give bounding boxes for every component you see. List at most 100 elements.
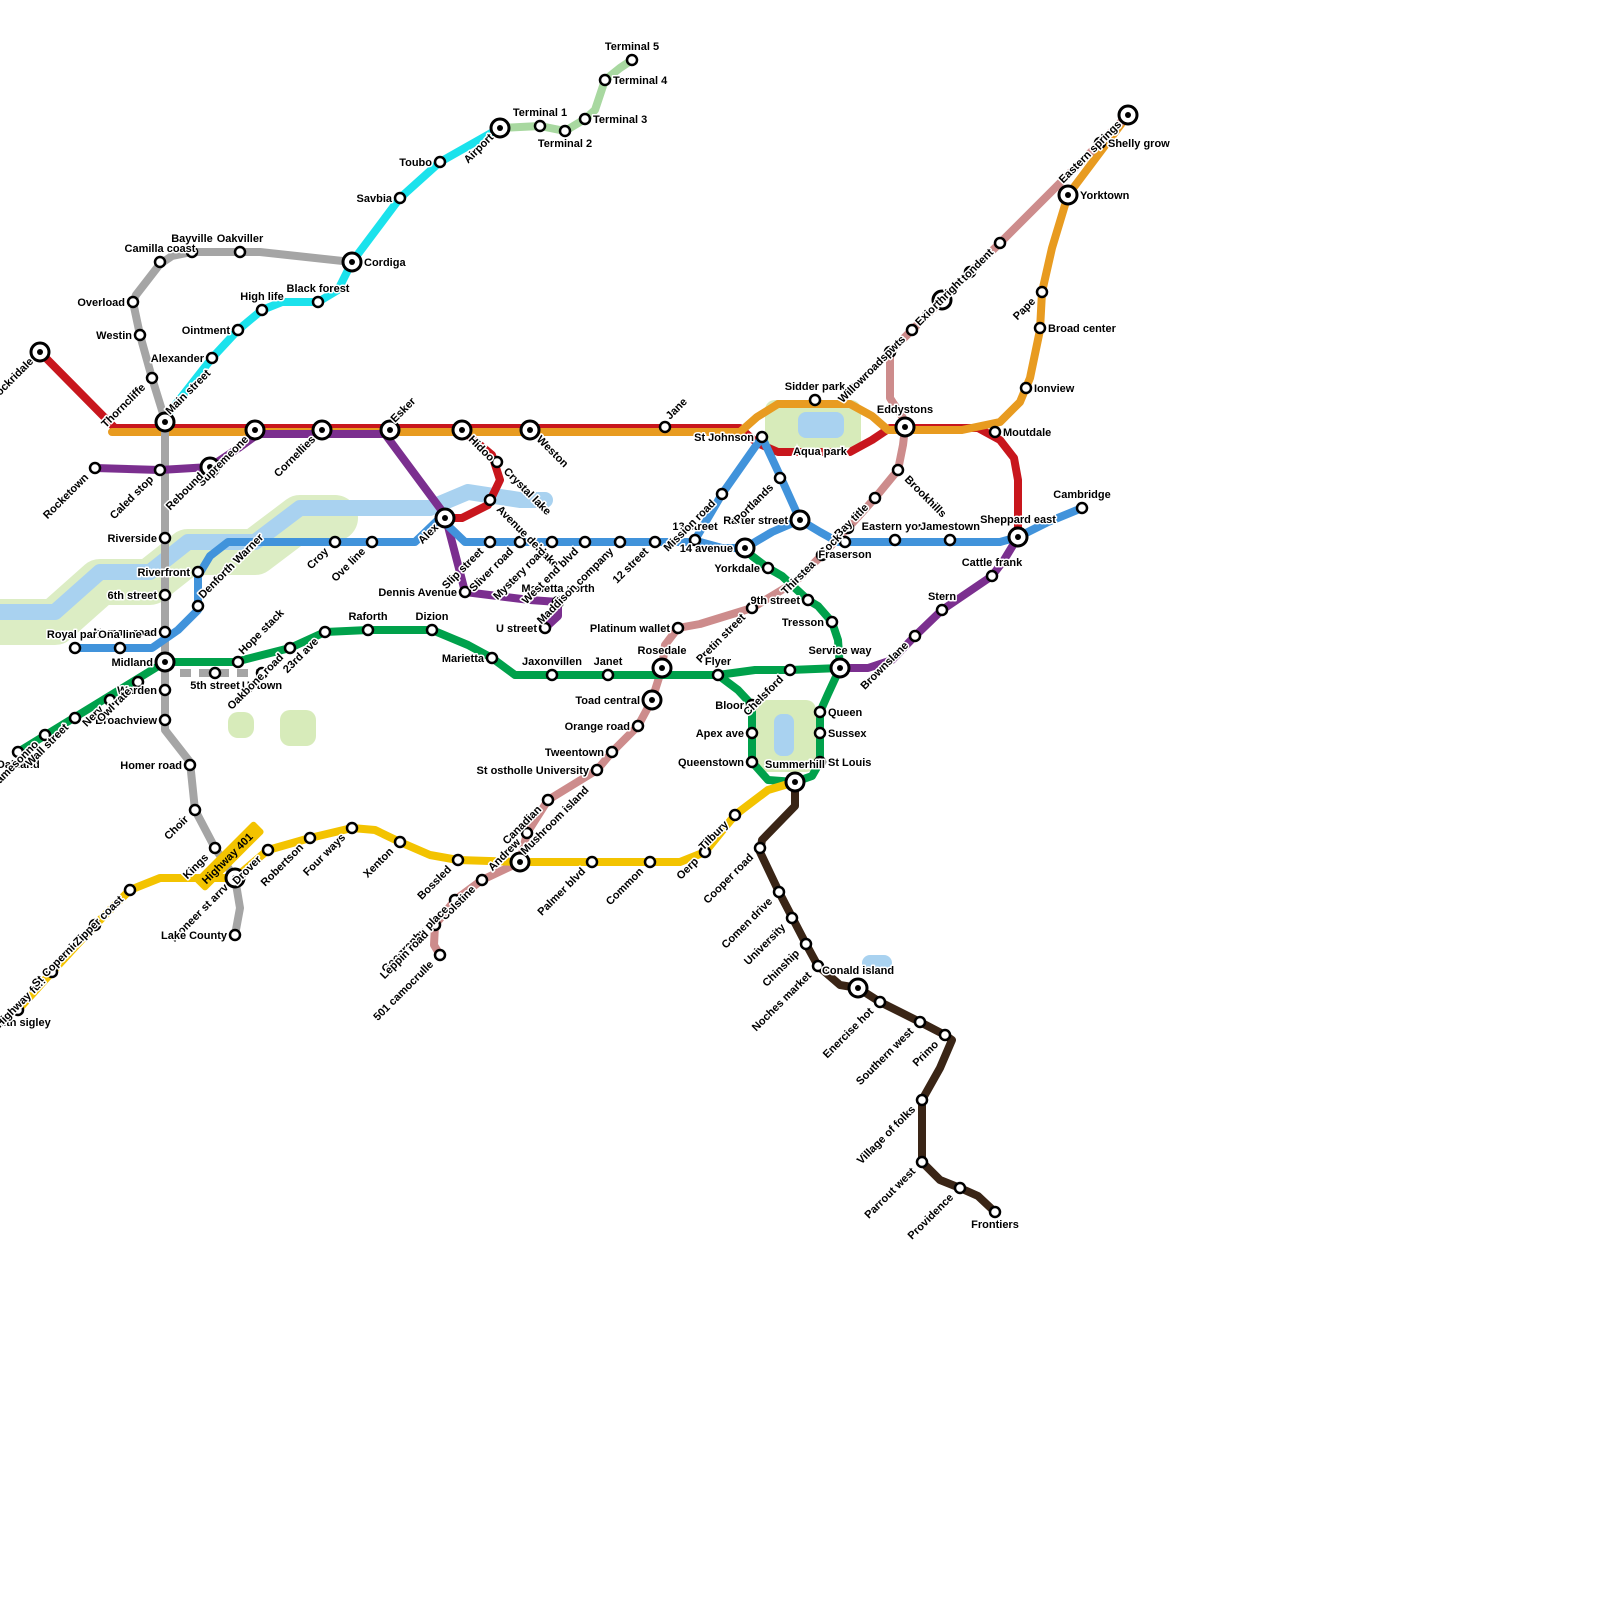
- station-marker[interactable]: [231, 655, 245, 669]
- station-marker[interactable]: [513, 535, 527, 549]
- station-warden[interactable]: [158, 683, 172, 697]
- station-oakviller[interactable]: [233, 245, 247, 259]
- station-marker[interactable]: [208, 841, 222, 855]
- station-marker[interactable]: [578, 112, 592, 126]
- station-owl-rate[interactable]: [131, 675, 145, 689]
- station-marker[interactable]: [963, 265, 977, 279]
- station-marker[interactable]: [393, 835, 407, 849]
- station-marker[interactable]: [873, 995, 887, 1009]
- station-queenstown[interactable]: [745, 755, 759, 769]
- station-leppin-road[interactable]: [428, 918, 442, 932]
- station-marker[interactable]: [208, 666, 222, 680]
- station-palmer-blvd[interactable]: [585, 855, 599, 869]
- station-midland[interactable]: [154, 651, 176, 673]
- station-wall-street[interactable]: [68, 711, 82, 725]
- station-apex-ave[interactable]: [745, 726, 759, 740]
- station-andrew[interactable]: [520, 826, 534, 840]
- station-camilla-coast[interactable]: [153, 255, 167, 269]
- station-marker[interactable]: [185, 245, 199, 259]
- station-toad-central[interactable]: [641, 689, 663, 711]
- station-mushroom-island[interactable]: [509, 851, 531, 873]
- station-marker[interactable]: [311, 295, 325, 309]
- station-choir[interactable]: [188, 803, 202, 817]
- station-st-johnson[interactable]: [755, 430, 769, 444]
- station-marker[interactable]: [988, 425, 1002, 439]
- station-5th-street[interactable]: [208, 666, 222, 680]
- station-marker[interactable]: [648, 535, 662, 549]
- station-marker[interactable]: [643, 855, 657, 869]
- station-marker[interactable]: [745, 698, 759, 712]
- station-royal-park[interactable]: [68, 641, 82, 655]
- station-marker[interactable]: [483, 535, 497, 549]
- station-bossled[interactable]: [451, 853, 465, 867]
- station-sock[interactable]: [841, 521, 855, 535]
- station-marker[interactable]: [153, 463, 167, 477]
- station-marker[interactable]: [428, 918, 442, 932]
- station-dizion[interactable]: [425, 623, 439, 637]
- station-pioneer-st-arrv[interactable]: [224, 867, 246, 889]
- station-kings[interactable]: [208, 841, 222, 855]
- station-dennis-avenue[interactable]: [458, 585, 472, 599]
- station-marker[interactable]: [538, 621, 552, 635]
- station-marker[interactable]: [133, 328, 147, 342]
- station-uptown[interactable]: [255, 666, 269, 680]
- station-tweentown[interactable]: [605, 745, 619, 759]
- station-marker[interactable]: [11, 745, 25, 759]
- station-jamesonno[interactable]: [38, 728, 52, 742]
- station-forthright[interactable]: [963, 265, 977, 279]
- station-brownslane[interactable]: [908, 629, 922, 643]
- station-marker[interactable]: [541, 793, 555, 807]
- station-marker[interactable]: [520, 826, 534, 840]
- station-marker[interactable]: [183, 758, 197, 772]
- station-common[interactable]: [643, 855, 657, 869]
- station-marker[interactable]: [728, 808, 742, 822]
- station-marker[interactable]: [533, 119, 547, 133]
- station-jaxonvillen[interactable]: [545, 668, 559, 682]
- station-riverside[interactable]: [158, 531, 172, 545]
- station-colstine[interactable]: [475, 873, 489, 887]
- station-croy[interactable]: [328, 535, 342, 549]
- station-st-louis[interactable]: [813, 755, 827, 769]
- station-marker[interactable]: [915, 1155, 929, 1169]
- station-st-ostholle-university[interactable]: [590, 763, 604, 777]
- station-supremeone[interactable]: [244, 419, 266, 441]
- station-marker[interactable]: [811, 959, 825, 973]
- station-marker[interactable]: [255, 666, 269, 680]
- station-marker[interactable]: [935, 603, 949, 617]
- station-marietta[interactable]: [485, 651, 499, 665]
- station-ointment[interactable]: [231, 323, 245, 337]
- station-marker[interactable]: [745, 601, 759, 615]
- station-thorncliffe[interactable]: [145, 371, 159, 385]
- station-black-forest[interactable]: [311, 295, 325, 309]
- station-eastern-springs[interactable]: [1117, 104, 1139, 126]
- station-marker[interactable]: [126, 295, 140, 309]
- station-rebound[interactable]: [199, 456, 221, 478]
- station-marker[interactable]: [131, 675, 145, 689]
- station-marker[interactable]: [158, 713, 172, 727]
- station-queen[interactable]: [813, 705, 827, 719]
- station-u-street[interactable]: [538, 621, 552, 635]
- station-ionview[interactable]: [1019, 381, 1033, 395]
- station-marker[interactable]: [761, 561, 775, 575]
- station-marker[interactable]: [753, 841, 767, 855]
- station-raforth[interactable]: [361, 623, 375, 637]
- station-zipper-coast[interactable]: [123, 883, 137, 897]
- station-marker[interactable]: [605, 745, 619, 759]
- station-sliver-road[interactable]: [513, 535, 527, 549]
- station-tilbury[interactable]: [728, 808, 742, 822]
- station-ratter-street[interactable]: [789, 509, 811, 531]
- station-shelly-grow[interactable]: [1093, 136, 1107, 150]
- station-stern[interactable]: [935, 603, 949, 617]
- station-enercise-hot[interactable]: [873, 995, 887, 1009]
- station-marker[interactable]: [558, 124, 572, 138]
- station-weston[interactable]: [519, 419, 541, 441]
- station-marker[interactable]: [318, 625, 332, 639]
- station-marker[interactable]: [715, 487, 729, 501]
- station-rocketown[interactable]: [88, 461, 102, 475]
- station-crystal-lake[interactable]: [490, 455, 504, 469]
- station-marker[interactable]: [45, 965, 59, 979]
- station-summerhill[interactable]: [784, 771, 806, 793]
- station-marker[interactable]: [988, 1205, 1002, 1219]
- station-marker[interactable]: [888, 533, 902, 547]
- station-chinship[interactable]: [799, 937, 813, 951]
